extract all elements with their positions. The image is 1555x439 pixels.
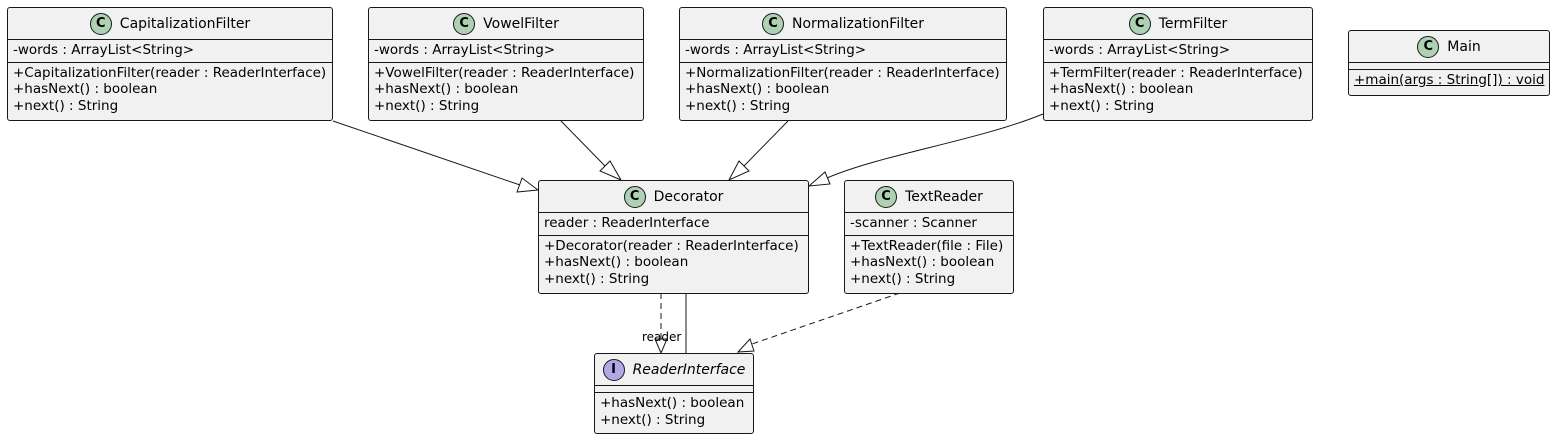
class-term-filter: C TermFilter -words : ArrayList<String> … bbox=[1043, 7, 1313, 121]
method-row: +hasNext() : boolean bbox=[850, 254, 995, 270]
class-name: ReaderInterface bbox=[632, 361, 746, 378]
fields-section: reader : ReaderInterface bbox=[539, 213, 808, 236]
method-row: +TermFilter(reader : ReaderInterface) bbox=[1049, 64, 1303, 81]
class-header: C CapitalizationFilter bbox=[8, 8, 332, 40]
inheritance-arrowhead bbox=[516, 177, 540, 193]
method-row: +next() : String bbox=[374, 97, 480, 114]
class-vowel-filter: C VowelFilter -words : ArrayList<String>… bbox=[368, 7, 644, 121]
method-row: +next() : String bbox=[1049, 97, 1155, 114]
class-stereotype-icon: C bbox=[623, 185, 646, 208]
class-header: C Main bbox=[1349, 31, 1549, 63]
fields-section bbox=[595, 386, 753, 393]
field-row: reader : ReaderInterface bbox=[544, 215, 710, 231]
method-row: +Decorator(reader : ReaderInterface) bbox=[544, 237, 799, 254]
method-row: +next() : String bbox=[850, 270, 956, 287]
class-stereotype-icon: C bbox=[1128, 12, 1151, 35]
method-row: +next() : String bbox=[600, 411, 706, 428]
class-header: I ReaderInterface bbox=[595, 354, 753, 386]
method-row: +CapitalizationFilter(reader : ReaderInt… bbox=[13, 64, 327, 81]
method-row: +next() : String bbox=[13, 97, 119, 114]
edge-textreader-readerinterface bbox=[751, 292, 901, 345]
inheritance-arrowhead bbox=[599, 160, 623, 182]
inheritance-arrowhead bbox=[807, 171, 831, 187]
method-row: +TextReader(file : File) bbox=[850, 237, 1004, 254]
fields-section bbox=[1349, 63, 1549, 70]
class-name: Decorator bbox=[653, 188, 724, 205]
method-row: +next() : String bbox=[685, 97, 791, 114]
method-row: +hasNext() : boolean bbox=[13, 81, 158, 97]
method-row: +NormalizationFilter(reader : ReaderInte… bbox=[685, 64, 1000, 81]
class-name: VowelFilter bbox=[483, 15, 559, 32]
class-name: CapitalizationFilter bbox=[119, 15, 251, 32]
methods-section: +VowelFilter(reader : ReaderInterface) +… bbox=[369, 63, 643, 118]
methods-section: +main(args : String[]) : void bbox=[1349, 70, 1549, 92]
association-label: reader bbox=[642, 330, 682, 344]
class-decorator: C Decorator reader : ReaderInterface +De… bbox=[538, 180, 809, 294]
method-row: +hasNext() : boolean bbox=[1049, 81, 1194, 97]
class-name: TermFilter bbox=[1158, 15, 1228, 32]
fields-section: -words : ArrayList<String> bbox=[369, 40, 643, 63]
class-stereotype-icon: C bbox=[453, 12, 476, 35]
class-name: Main bbox=[1447, 38, 1481, 55]
method-row: +hasNext() : boolean bbox=[544, 254, 689, 270]
method-row: +hasNext() : boolean bbox=[600, 395, 745, 411]
inheritance-arrowhead bbox=[727, 160, 750, 182]
method-row: +next() : String bbox=[544, 270, 650, 287]
fields-section: -words : ArrayList<String> bbox=[8, 40, 332, 63]
class-main: C Main +main(args : String[]) : void bbox=[1348, 30, 1550, 96]
edge-vowel-decorator bbox=[560, 120, 606, 167]
class-stereotype-icon: C bbox=[762, 12, 785, 35]
class-name: TextReader bbox=[905, 188, 983, 205]
method-row: +hasNext() : boolean bbox=[374, 81, 519, 97]
methods-section: +hasNext() : boolean +next() : String bbox=[595, 393, 753, 431]
class-text-reader: C TextReader -scanner : Scanner +TextRea… bbox=[844, 180, 1014, 294]
realization-arrowhead bbox=[654, 338, 668, 355]
field-row: -words : ArrayList<String> bbox=[13, 42, 195, 58]
field-row: -words : ArrayList<String> bbox=[1049, 42, 1231, 58]
methods-section: +NormalizationFilter(reader : ReaderInte… bbox=[680, 63, 1006, 118]
fields-section: -words : ArrayList<String> bbox=[680, 40, 1006, 63]
method-row: +VowelFilter(reader : ReaderInterface) bbox=[374, 64, 635, 81]
method-row: +hasNext() : boolean bbox=[685, 81, 830, 97]
field-row: -scanner : Scanner bbox=[850, 215, 977, 231]
class-stereotype-icon: C bbox=[1417, 35, 1440, 58]
class-header: C NormalizationFilter bbox=[680, 8, 1006, 40]
class-header: C TextReader bbox=[845, 181, 1013, 213]
interface-stereotype-icon: I bbox=[602, 358, 625, 381]
methods-section: +Decorator(reader : ReaderInterface) +ha… bbox=[539, 236, 808, 291]
field-row: -words : ArrayList<String> bbox=[374, 42, 556, 58]
class-normalization-filter: C NormalizationFilter -words : ArrayList… bbox=[679, 7, 1007, 121]
fields-section: -scanner : Scanner bbox=[845, 213, 1013, 236]
methods-section: +CapitalizationFilter(reader : ReaderInt… bbox=[8, 63, 332, 118]
class-capitalization-filter: C CapitalizationFilter -words : ArrayLis… bbox=[7, 7, 333, 121]
class-stereotype-icon: C bbox=[875, 185, 898, 208]
method-row: +main(args : String[]) : void bbox=[1354, 72, 1545, 88]
class-header: C Decorator bbox=[539, 181, 808, 213]
class-header: C TermFilter bbox=[1044, 8, 1312, 40]
fields-section: -words : ArrayList<String> bbox=[1044, 40, 1312, 63]
methods-section: +TermFilter(reader : ReaderInterface) +h… bbox=[1044, 63, 1312, 118]
edge-term-decorator bbox=[826, 113, 1044, 179]
edge-normalization-decorator bbox=[743, 120, 789, 167]
edge-capitalization-decorator bbox=[332, 120, 521, 186]
realization-arrowhead bbox=[736, 338, 755, 353]
class-header: C VowelFilter bbox=[369, 8, 643, 40]
field-row: -words : ArrayList<String> bbox=[685, 42, 867, 58]
class-name: NormalizationFilter bbox=[792, 15, 924, 32]
methods-section: +TextReader(file : File) +hasNext() : bo… bbox=[845, 236, 1013, 291]
class-stereotype-icon: C bbox=[89, 12, 112, 35]
interface-reader-interface: I ReaderInterface +hasNext() : boolean +… bbox=[594, 353, 754, 434]
